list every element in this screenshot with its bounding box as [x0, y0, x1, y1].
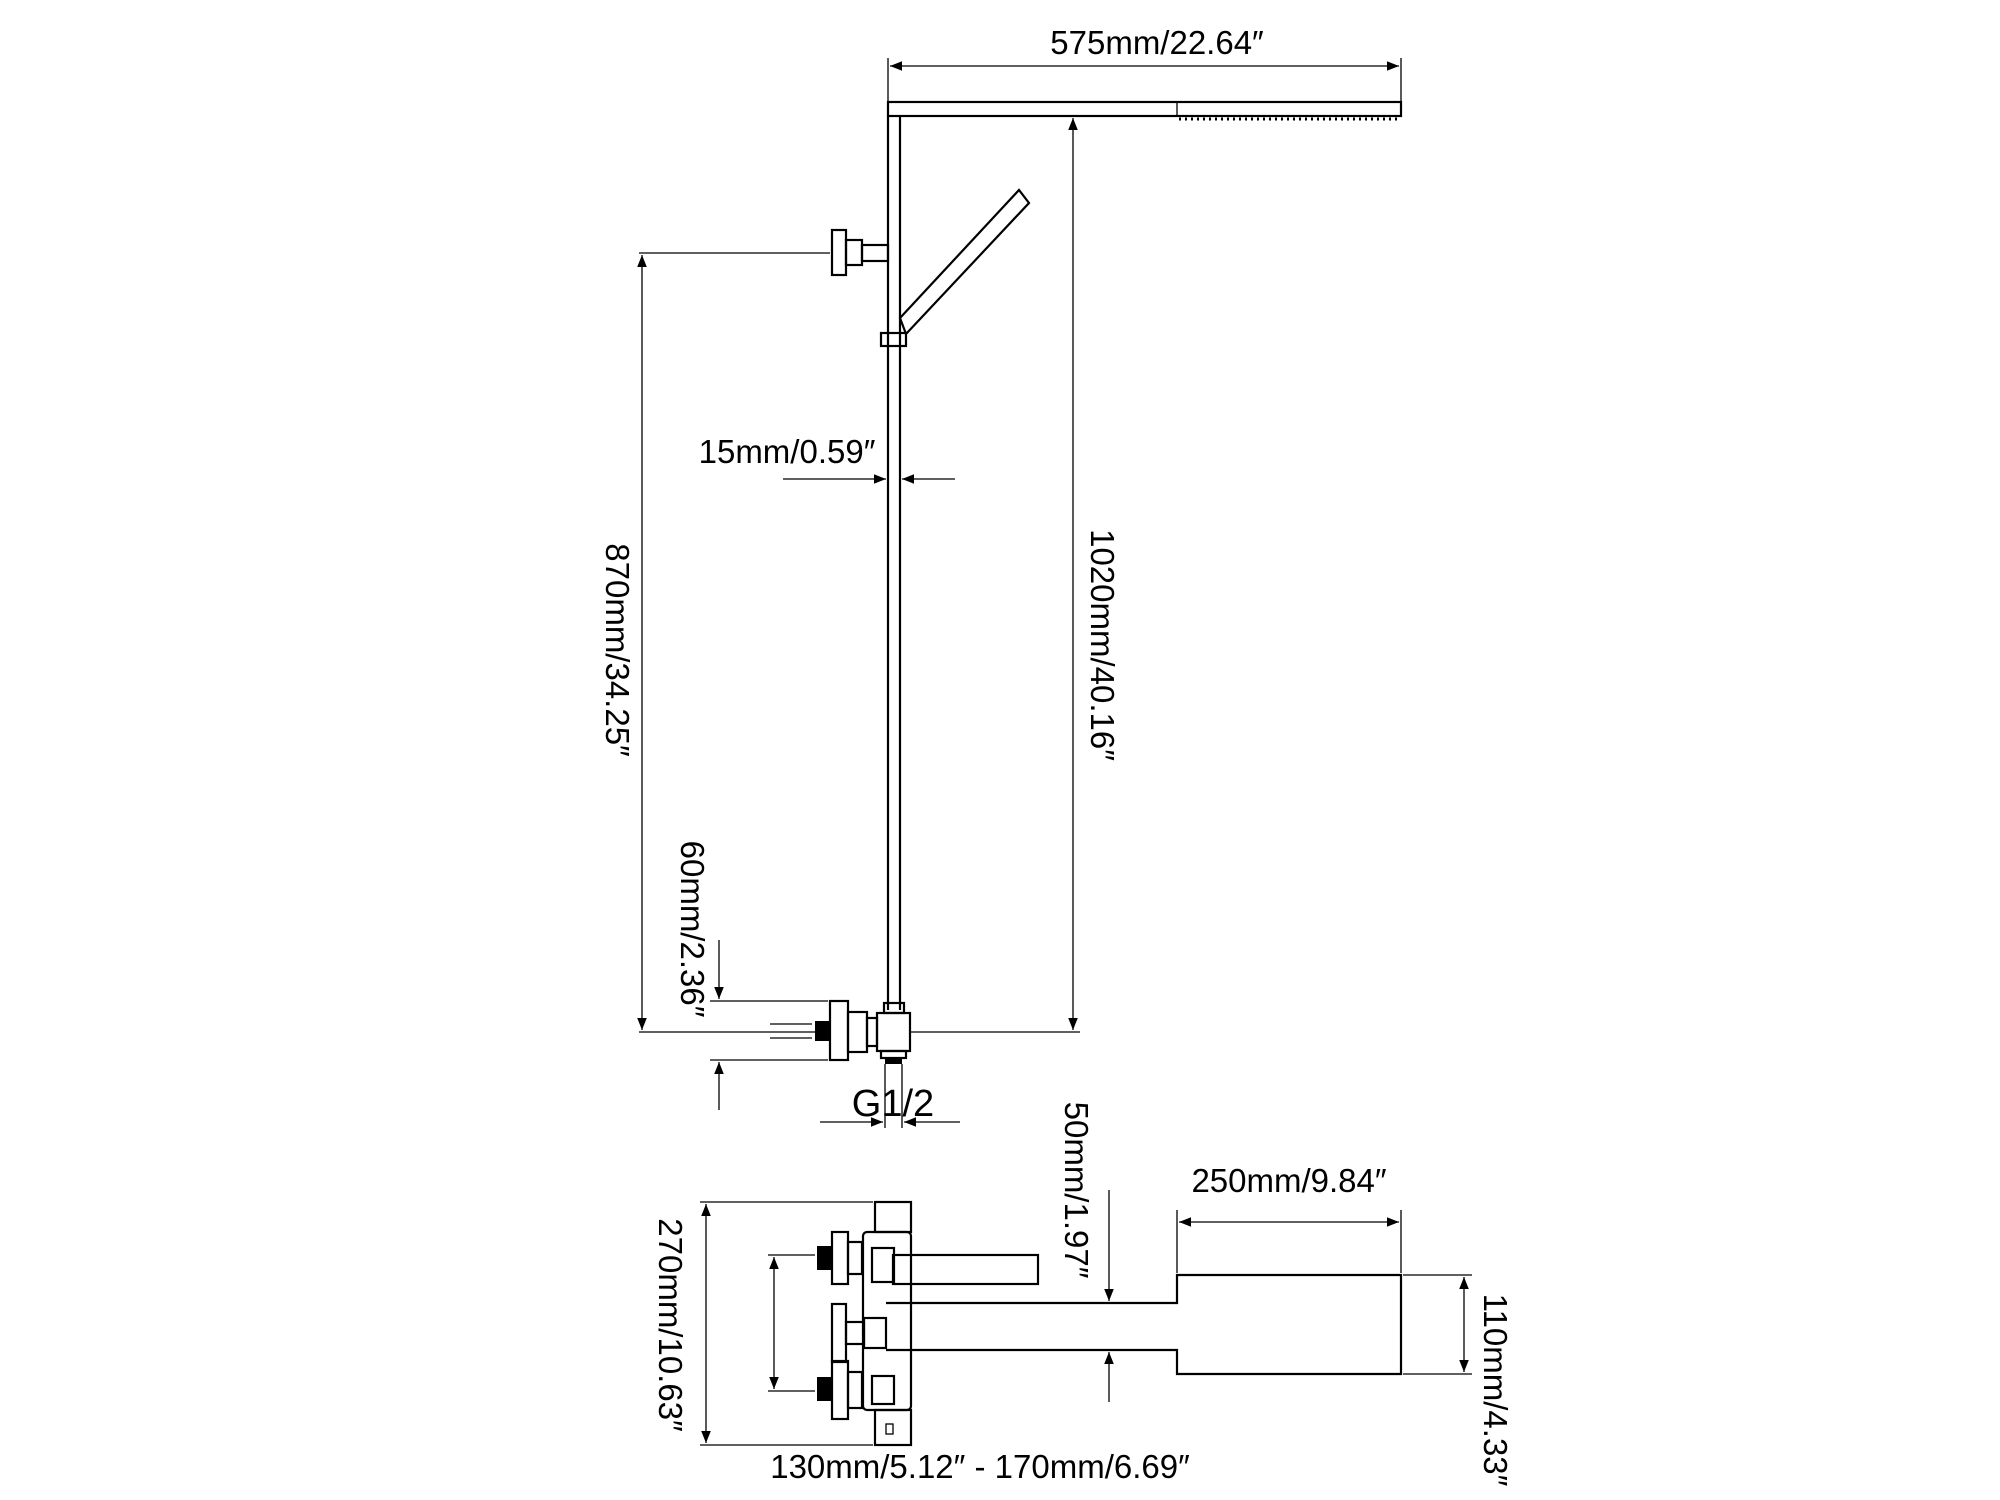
spout-head-length-dimension: 250mm/9.84″: [1176, 1162, 1402, 1273]
spout-height-label: 50mm/1.97″: [1058, 1102, 1095, 1279]
riser-pipe: [886, 116, 902, 1010]
wall-elbow-connector: [770, 999, 912, 1064]
mixer-height-dimension: 270mm/10.63″: [652, 1201, 873, 1446]
inlet-spacing-dimension: 130mm/5.12″ - 170mm/6.69″: [768, 1254, 1190, 1485]
inlet-offset-label: 60mm/2.36″: [674, 841, 711, 1018]
bracket-height-dimension: 870mm/34.25″: [599, 252, 830, 1033]
thread-dimension: G1/2: [820, 1064, 960, 1128]
spout-head-width-label: 110mm/4.33″: [1477, 1294, 1514, 1487]
spout-head-length-label: 250mm/9.84″: [1191, 1162, 1386, 1199]
total-height-dimension: 1020mm/40.16″: [910, 118, 1121, 1033]
spout-head-width-dimension: 110mm/4.33″: [1403, 1274, 1514, 1487]
total-height-label: 1020mm/40.16″: [1084, 529, 1121, 761]
bath-mixer: [817, 1200, 1403, 1447]
bracket-height-label: 870mm/34.25″: [599, 543, 636, 757]
rain-shower-head: [886, 100, 1403, 121]
inlet-spacing-label: 130mm/5.12″ - 170mm/6.69″: [770, 1448, 1190, 1485]
mixer-height-label: 270mm/10.63″: [652, 1218, 689, 1432]
thread-label: G1/2: [852, 1083, 934, 1125]
pipe-diameter-label: 15mm/0.59″: [699, 433, 876, 470]
spout-height-dimension: 50mm/1.97″: [1058, 1102, 1114, 1402]
pipe-diameter-dimension: 15mm/0.59″: [699, 433, 955, 484]
head-width-dimension: 575mm/22.64″: [887, 24, 1402, 102]
hand-shower: [879, 188, 1031, 348]
head-width-label: 575mm/22.64″: [1050, 24, 1264, 61]
top-wall-bracket: [830, 228, 890, 277]
inlet-offset-dimension: 60mm/2.36″: [674, 841, 828, 1110]
